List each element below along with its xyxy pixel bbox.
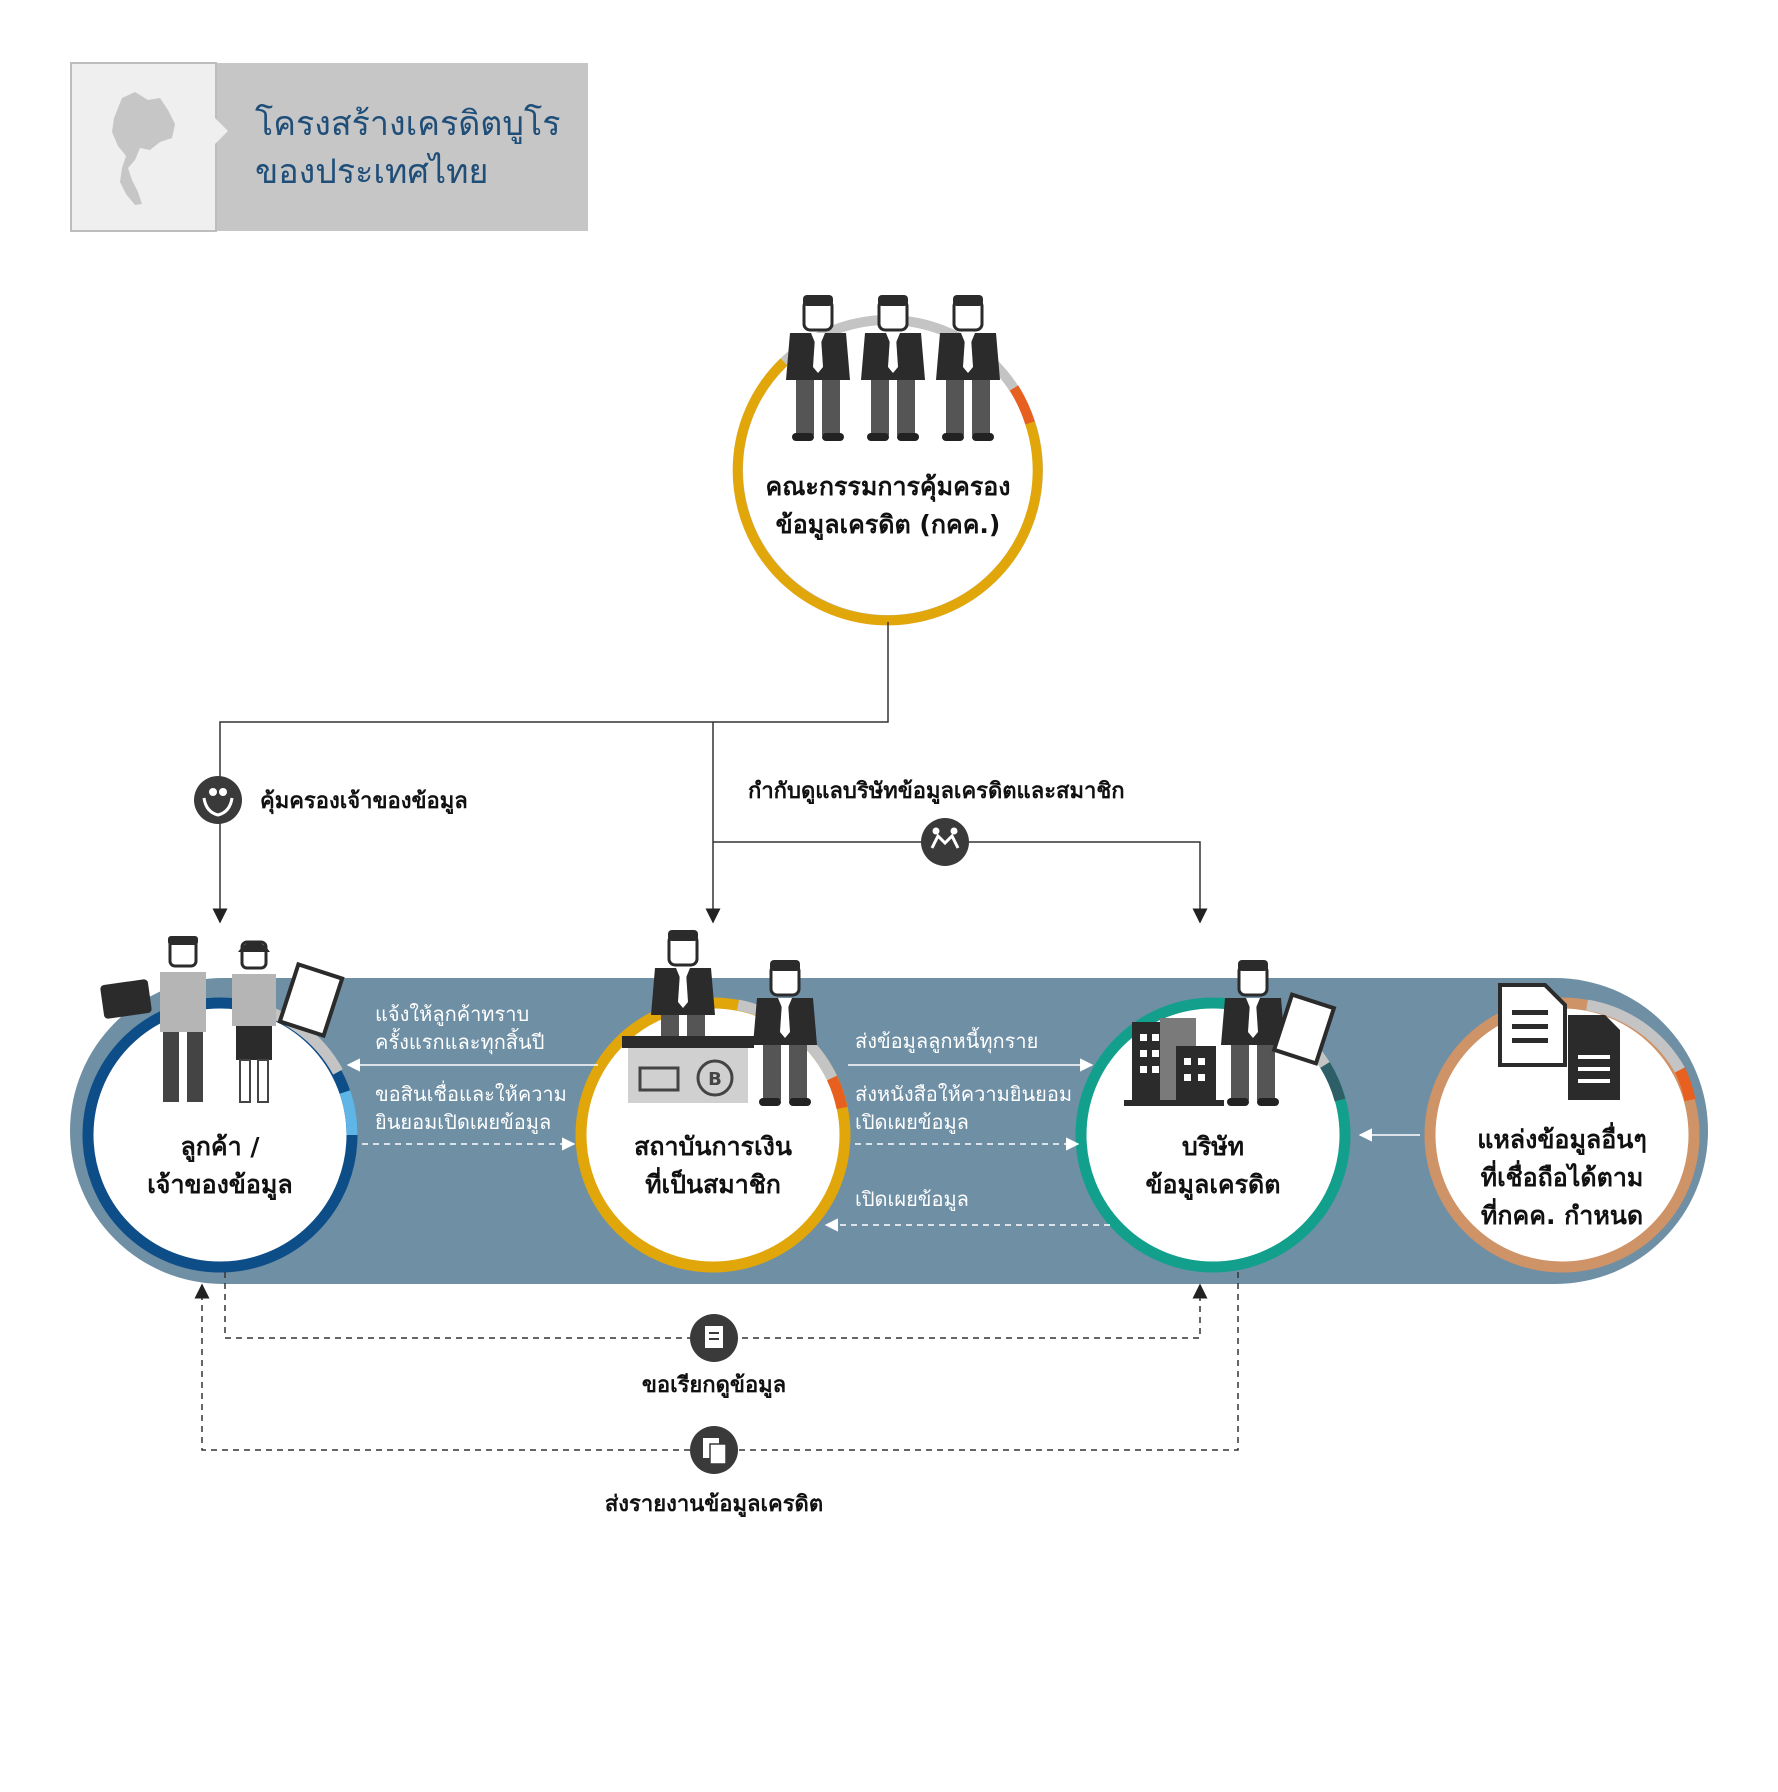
other-sources-label-line2: ที่เชื่อถือได้ตาม xyxy=(1481,1160,1644,1192)
page-title-line1: โครงสร้างเครดิตบูโร xyxy=(255,104,560,144)
documents-icon xyxy=(1498,983,1620,1100)
bureau-label-line2: ข้อมูลเครดิต xyxy=(1145,1170,1280,1201)
institution-label-line2: ที่เป็นสมาชิก xyxy=(645,1167,781,1199)
header-notch xyxy=(213,116,228,146)
connector-to-customer xyxy=(212,622,889,924)
committee-ring-gold xyxy=(732,358,1043,626)
credit-card-icon xyxy=(100,979,152,1019)
committee-connectors xyxy=(212,622,1208,924)
send-consent-text-2: เปิดเผยข้อมูล xyxy=(855,1110,969,1135)
bank-desk-icon: B xyxy=(622,928,819,1108)
bureau-document-icon xyxy=(1271,992,1337,1066)
protect-hands-icon xyxy=(194,776,242,824)
committee-ring-accent xyxy=(1009,385,1035,425)
other-sources-label-line1: แหล่งข้อมูลอื่นๆ xyxy=(1477,1122,1647,1156)
header-title-bg xyxy=(213,63,588,231)
notify-text-2: ครั้งแรกและทุกสิ้นปี xyxy=(375,1028,544,1055)
header: โครงสร้างเครดิตบูโร ของประเทศไทย xyxy=(70,62,588,232)
page-title-line2: ของประเทศไทย xyxy=(255,152,488,192)
committee-label-line2: ข้อมูลเครดิต (กคค.) xyxy=(776,510,1001,541)
bureau-node: บริษัท ข้อมูลเครดิต xyxy=(1075,958,1351,1273)
send-report-text: ส่งรายงานข้อมูลเครดิต xyxy=(605,1492,823,1518)
connector-to-bureau xyxy=(713,841,1208,924)
customer-label-line2: เจ้าของข้อมูล xyxy=(147,1170,292,1201)
customer-label-line1: ลูกค้า / xyxy=(180,1132,260,1163)
other-sources-label-line3: ที่กคค. กำหนด xyxy=(1481,1198,1643,1230)
disclose-text: เปิดเผยข้อมูล xyxy=(855,1187,969,1212)
send-debtor-text: ส่งข้อมูลลูกหนี้ทุกราย xyxy=(855,1027,1038,1054)
svg-text:B: B xyxy=(708,1069,722,1090)
committee-node: คณะกรรมการคุ้มครอง ข้อมูลเครดิต (กคค.) xyxy=(732,293,1043,626)
institution-label-line1: สถาบันการเงิน xyxy=(634,1132,792,1161)
committee-label-line1: คณะกรรมการคุ้มครอง xyxy=(766,472,1011,503)
customers-icon xyxy=(100,936,345,1103)
document-icon xyxy=(277,961,345,1039)
customer-node: ลูกค้า / เจ้าของข้อมูล xyxy=(82,936,358,1273)
supervise-label: กำกับดูแลบริษัทข้อมูลเครดิตและสมาชิก xyxy=(748,779,1125,866)
thailand-map-icon xyxy=(112,92,175,205)
institution-node: B สถาบันการเงิน ที่เป็นสมาชิก xyxy=(575,928,851,1273)
protect-owner-label: คุ้มครองเจ้าของข้อมูล xyxy=(194,776,468,824)
building-icon xyxy=(1124,1018,1224,1106)
notify-text-1: แจ้งให้ลูกค้าทราบ xyxy=(375,1002,529,1027)
send-consent-text-1: ส่งหนังสือให้ความยินยอม xyxy=(855,1082,1072,1106)
send-report-label: ส่งรายงานข้อมูลเครดิต xyxy=(605,1426,823,1518)
other-sources-node: แหล่งข้อมูลอื่นๆ ที่เชื่อถือได้ตาม ที่กค… xyxy=(1424,983,1700,1273)
apply-text-2: ยินยอมเปิดเผยข้อมูล xyxy=(375,1110,551,1135)
supervise-text: กำกับดูแลบริษัทข้อมูลเครดิตและสมาชิก xyxy=(748,779,1125,805)
customer-ring-accent xyxy=(339,1090,358,1136)
band-flows: แจ้งให้ลูกค้าทราบ ครั้งแรกและทุกสิ้นปี ข… xyxy=(346,1002,1420,1232)
bureau-label-line1: บริษัท xyxy=(1182,1132,1244,1161)
request-view-text: ขอเรียกดูข้อมูล xyxy=(642,1373,786,1399)
protect-owner-text: คุ้มครองเจ้าของข้อมูล xyxy=(260,789,468,815)
apply-text-1: ขอสินเชื่อและให้ความ xyxy=(375,1080,567,1106)
request-view-label: ขอเรียกดูข้อมูล xyxy=(642,1314,786,1399)
